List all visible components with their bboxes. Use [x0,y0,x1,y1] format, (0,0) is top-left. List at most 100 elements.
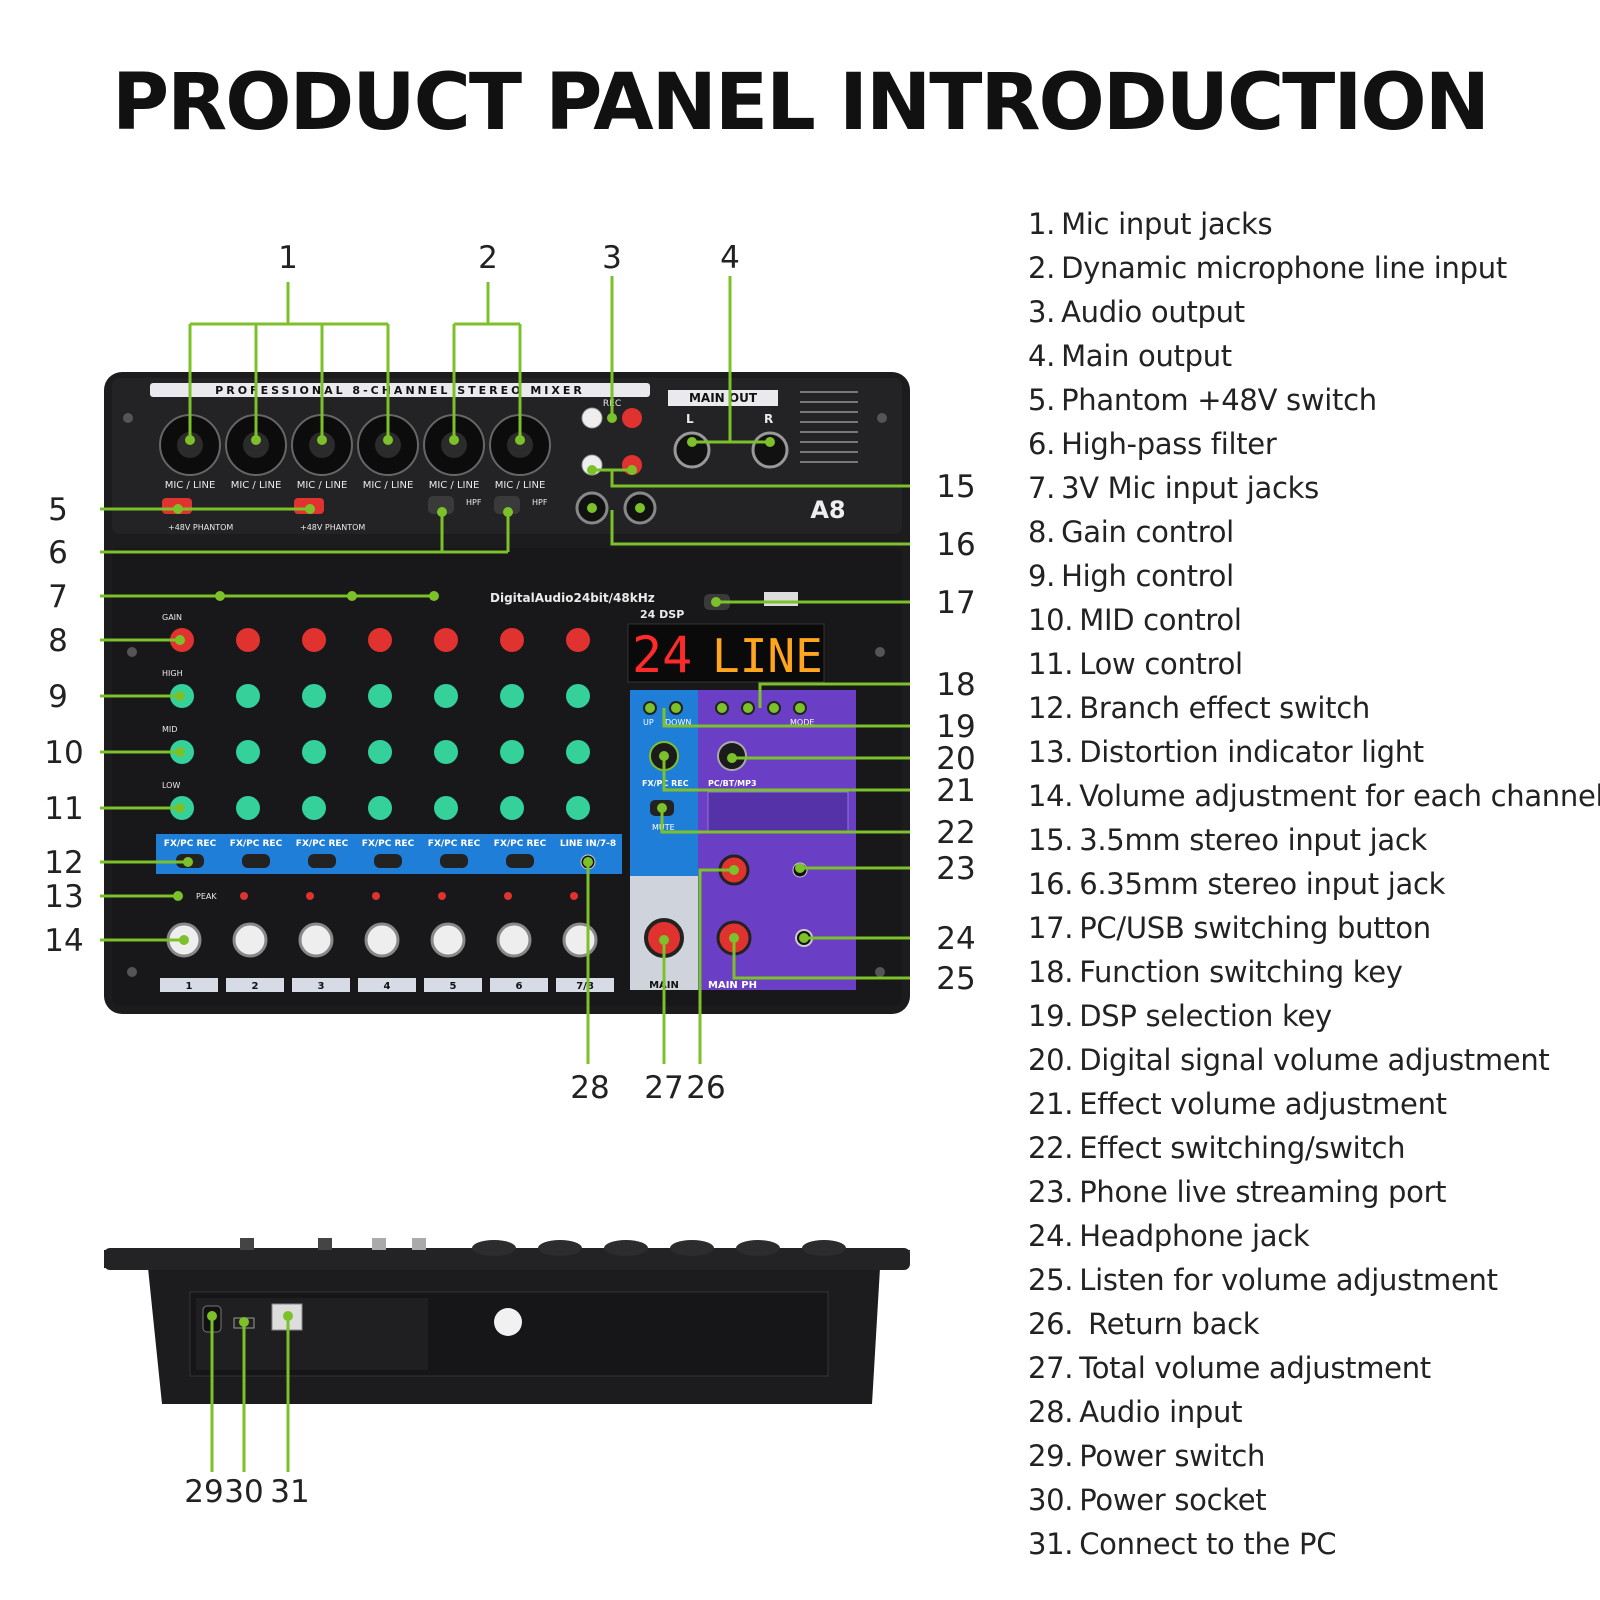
legend-label: High control [1061,559,1234,593]
legend-label: Headphone jack [1079,1219,1310,1253]
legend-item: 23.Phone live streaming port [1028,1170,1600,1214]
legend-item: 18.Function switching key [1028,950,1600,994]
legend-item: 30.Power socket [1028,1478,1600,1522]
main-out-r-label: R [764,412,773,426]
legend-label: 6.35mm stereo input jack [1079,867,1446,901]
callout-number: 27 [644,1070,683,1106]
mic-line-label: MIC / LINE [231,480,282,491]
callout-number: 12 [44,845,83,881]
mic-line-label: MIC / LINE [165,480,216,491]
legend-item: 28.Audio input [1028,1390,1600,1434]
main-out-label: MAIN OUT [689,391,758,405]
legend-number: 27. [1028,1351,1074,1385]
high-knobs[interactable] [170,684,590,708]
main-out-label-box [668,390,778,406]
mid-knobs[interactable] [170,740,590,764]
mic-line-label: MIC / LINE [297,480,348,491]
callout-number: 24 [936,921,975,957]
legend-item: 20.Digital signal volume adjustment [1028,1038,1600,1082]
channel-number: 2 [252,981,259,992]
legend-label: Effect volume adjustment [1079,1087,1447,1121]
up-label: UP [643,718,654,727]
legend-number: 15. [1028,823,1074,857]
legend-item: 15.3.5mm stereo input jack [1028,818,1600,862]
callout-number: 3 [602,240,622,276]
callout-number: 18 [936,667,975,703]
legend-item: 24.Headphone jack [1028,1214,1600,1258]
callout-number: 30 [224,1474,263,1510]
panel-header-strip [150,383,650,397]
legend-number: 2. [1028,251,1056,285]
legend-number: 21. [1028,1087,1074,1121]
legend-label: Distortion indicator light [1079,735,1424,769]
legend-item: 26. Return back [1028,1302,1600,1346]
dsp-effect-table [707,791,849,833]
low-knobs[interactable] [170,796,590,820]
fx-label: FX/PC REC [362,839,415,849]
fx-label: FX/PC REC [296,839,349,849]
legend-label: Digital signal volume adjustment [1079,1043,1550,1077]
callout-dots [173,413,809,1327]
hpf-switch-2[interactable] [494,496,520,514]
mode-label: MODE [790,718,814,727]
mic-line-label: MIC / LINE [363,480,414,491]
callout-number: 5 [48,492,68,528]
legend-label: Main output [1061,339,1232,373]
channel-number: 6 [516,981,523,992]
legend-number: 24. [1028,1219,1074,1253]
rca-rec-right[interactable] [622,408,642,428]
legend-label: Phantom +48V switch [1061,383,1377,417]
callout-lines [100,276,910,1472]
phantom-label: +48V PHANTOM [168,523,233,532]
callout-number: 21 [936,773,975,809]
hpf-label: HPF [466,498,482,507]
legend-label: Power socket [1079,1483,1267,1517]
callout-number: 19 [936,709,975,745]
legend-label: Power switch [1079,1439,1266,1473]
mixer-rear-view [104,1238,910,1404]
legend-number: 17. [1028,911,1074,945]
channel-tags [160,978,614,992]
legend-label: Total volume adjustment [1079,1351,1431,1385]
mic-line-label: MIC / LINE [429,480,480,491]
legend-number: 30. [1028,1483,1074,1517]
callout-number: 7 [48,579,68,615]
usb-port[interactable] [764,592,798,606]
legend-item: 4.Main output [1028,334,1600,378]
legend-number: 1. [1028,207,1056,241]
dsp-label: 24 DSP [640,608,684,621]
low-label: LOW [162,781,180,790]
fx-label: FX/PC REC [230,839,283,849]
mid-label: MID [162,725,177,734]
rca-rec-left[interactable] [581,407,603,429]
callout-number: 22 [936,815,975,851]
legend-label: Audio input [1079,1395,1243,1429]
legend-item: 10.MID control [1028,598,1600,642]
callout-number: 14 [44,923,83,959]
legend-number: 28. [1028,1395,1074,1429]
legend-number: 19. [1028,999,1074,1033]
callout-number: 8 [48,623,68,659]
callout-numbers: 1 2 3 4 5 6 7 8 9 10 11 12 13 14 15 16 1… [44,240,975,1510]
callout-number: 29 [184,1474,223,1510]
hpf-switch-1[interactable] [428,496,454,514]
fx-switches[interactable] [176,854,534,868]
legend-number: 10. [1028,603,1074,637]
legend-number: 5. [1028,383,1056,417]
legend-number: 25. [1028,1263,1074,1297]
channel-number: 1 [186,981,193,992]
legend-item: 25.Listen for volume adjustment [1028,1258,1600,1302]
callout-number: 4 [720,240,740,276]
fx-label: FX/PC REC [494,839,547,849]
legend-item: 14.Volume adjustment for each channel [1028,774,1600,818]
led-display [627,623,825,683]
callout-number: 31 [270,1474,309,1510]
legend-number: 8. [1028,515,1056,549]
legend-number: 13. [1028,735,1074,769]
callout-number: 20 [936,741,975,777]
gain-knobs[interactable] [170,628,590,652]
phantom-label: +48V PHANTOM [300,523,365,532]
legend-item: 29.Power switch [1028,1434,1600,1478]
legend-label: PC/USB switching button [1079,911,1431,945]
line-in-label: LINE IN/7-8 [560,839,616,849]
